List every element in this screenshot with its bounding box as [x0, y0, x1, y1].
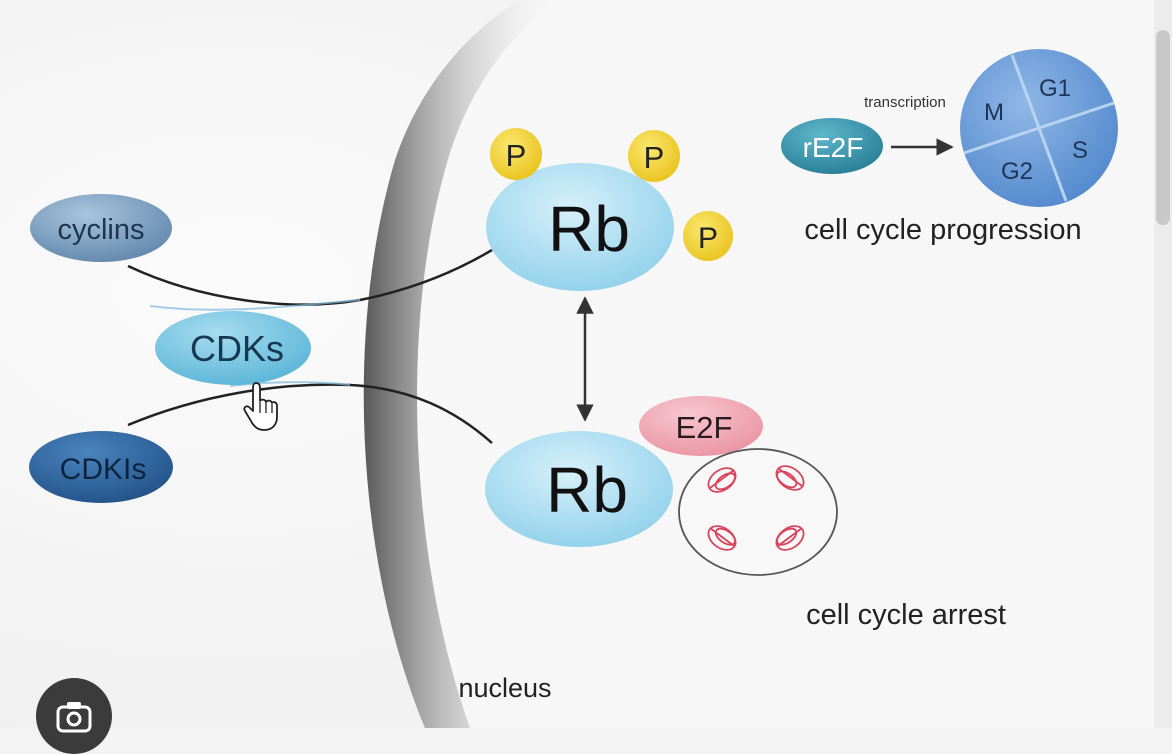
cdks-node: CDKs [155, 311, 311, 385]
phase-g2-label: G2 [1001, 158, 1033, 185]
phosphate-2: P [628, 130, 680, 182]
re2f-label: rE2F [803, 132, 864, 163]
rb-pathway-diagram: cyclins CDKs CDKIs Rb P P P Rb [0, 0, 1172, 728]
e2f-node: E2F [639, 396, 763, 456]
phase-s-label: S [1072, 137, 1088, 164]
cdkis-node: CDKIs [29, 431, 173, 503]
cdks-label: CDKs [190, 328, 284, 369]
condensed-chromosome-icons [707, 465, 805, 551]
chromatin-circle [678, 448, 838, 576]
phosphate-3-label: P [698, 222, 718, 255]
vertical-scrollbar[interactable] [1154, 0, 1172, 728]
cyclins-node: cyclins [30, 194, 172, 262]
cyclins-label: cyclins [57, 214, 144, 246]
cell-cycle-progression-label: cell cycle progression [804, 214, 1081, 246]
cdkis-label: CDKIs [60, 453, 147, 486]
lens-button[interactable] [36, 678, 112, 754]
rb-hypophosphorylated-node: Rb [485, 431, 673, 547]
re2f-node: rE2F [781, 118, 883, 174]
cell-cycle-arrest-label: cell cycle arrest [806, 599, 1006, 631]
rb-bottom-label: Rb [546, 454, 628, 526]
phosphate-2-label: P [644, 140, 665, 175]
scrollbar-thumb[interactable] [1156, 30, 1170, 225]
phase-m-label: M [984, 99, 1004, 126]
cell-cycle-disk: M G1 G2 S [960, 49, 1118, 207]
camera-lens-icon [56, 702, 92, 733]
phosphate-1: P [490, 128, 542, 180]
phase-g1-label: G1 [1039, 75, 1071, 102]
transcription-label: transcription [864, 94, 946, 111]
hand-pointer-icon [243, 382, 278, 431]
e2f-label: E2F [676, 410, 733, 445]
curve-highlight [149, 299, 361, 311]
nucleus-label: nucleus [458, 673, 551, 703]
phosphate-3: P [683, 211, 733, 261]
rb-phosphorylated-node: Rb [486, 163, 674, 291]
cycle-divider-2 [963, 101, 1115, 155]
rb-top-label: Rb [548, 193, 630, 265]
nuclear-envelope [363, 0, 555, 728]
phosphate-1-label: P [506, 138, 527, 173]
